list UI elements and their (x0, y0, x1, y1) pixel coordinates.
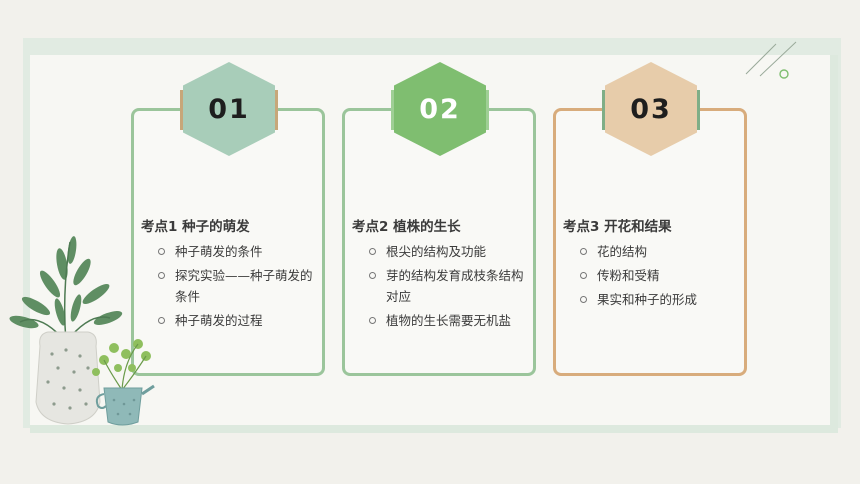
card-2-number: 02 (419, 93, 461, 125)
list-item: 果实和种子的形成 (580, 289, 738, 310)
list-item: 种子萌发的过程 (158, 310, 316, 331)
card-2-list: 根尖的结构及功能 芽的结构发育成枝条结构对应 植物的生长需要无机盐 (352, 241, 527, 331)
list-item: 种子萌发的条件 (158, 241, 316, 262)
list-item: 传粉和受精 (580, 265, 738, 286)
card-2-body: 考点2 植株的生长 根尖的结构及功能 芽的结构发育成枝条结构对应 植物的生长需要… (352, 215, 527, 334)
card-1-list: 种子萌发的条件 探究实验——种子萌发的条件 种子萌发的过程 (141, 241, 316, 331)
list-item: 花的结构 (580, 241, 738, 262)
list-item: 探究实验——种子萌发的条件 (158, 265, 316, 307)
decorative-lines-icon (745, 41, 797, 79)
list-item: 植物的生长需要无机盐 (369, 310, 527, 331)
list-item: 芽的结构发育成枝条结构对应 (369, 265, 527, 307)
card-2-title: 考点2 植株的生长 (352, 219, 461, 235)
list-item: 根尖的结构及功能 (369, 241, 527, 262)
card-3-list: 花的结构 传粉和受精 果实和种子的形成 (563, 241, 738, 310)
potted-plant-icon (9, 236, 155, 426)
card-3-body: 考点3 开花和结果 花的结构 传粉和受精 果实和种子的形成 (563, 215, 738, 313)
card-2-hexagon-badge: 02 (394, 62, 486, 156)
card-1-number: 01 (208, 93, 250, 125)
card-1-body: 考点1 种子的萌发 种子萌发的条件 探究实验——种子萌发的条件 种子萌发的过程 (141, 215, 316, 334)
card-3-number: 03 (630, 93, 672, 125)
card-1-title: 考点1 种子的萌发 (141, 219, 250, 235)
card-3-title: 考点3 开花和结果 (563, 219, 672, 235)
